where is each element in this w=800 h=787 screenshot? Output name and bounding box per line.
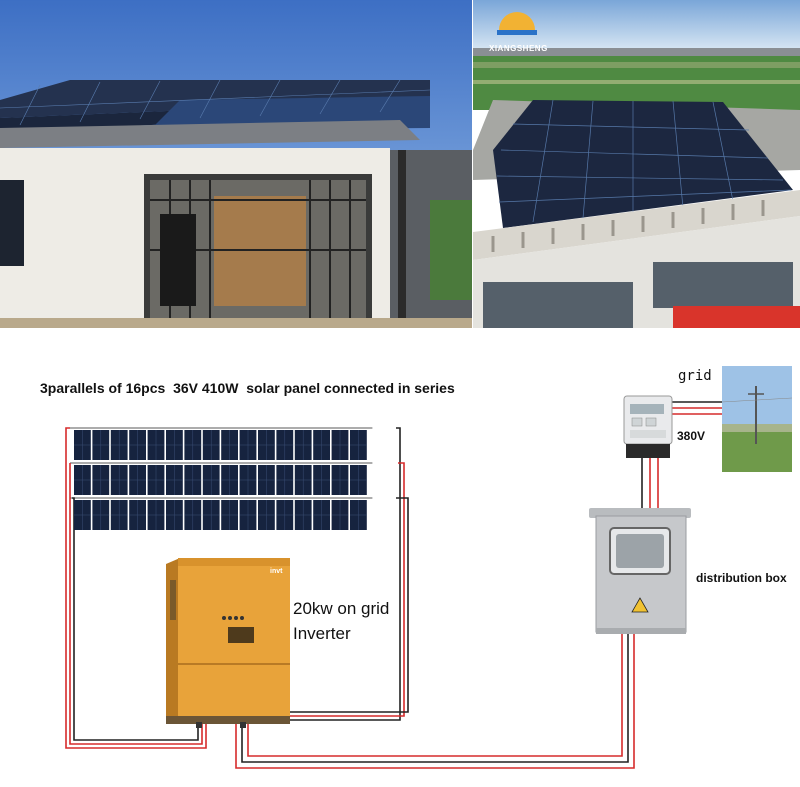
string3-negative-wire bbox=[72, 497, 199, 741]
brand-logo-text: XIANGSHENG bbox=[489, 44, 548, 53]
distribution-box-label: distribution box bbox=[696, 571, 787, 585]
grid-pole-photo bbox=[721, 366, 793, 472]
electric-meter bbox=[623, 395, 673, 458]
distribution-box bbox=[589, 508, 691, 634]
on-grid-inverter: invt bbox=[166, 558, 290, 728]
string2-positive-wire bbox=[69, 463, 203, 745]
meter-voltage-label: 380V bbox=[677, 429, 706, 443]
house-solar-photo bbox=[0, 0, 472, 328]
ac-output-red-wire-2 bbox=[247, 634, 623, 757]
ac-output-red-wire bbox=[235, 634, 635, 769]
inverter-label-line1: 20kw on grid bbox=[293, 599, 390, 618]
inverter-brand: invt bbox=[270, 568, 283, 575]
ac-output-black-wire bbox=[241, 634, 629, 763]
string1-positive-wire bbox=[65, 427, 207, 749]
rooftop-solar-photo: XIANGSHENG bbox=[473, 0, 800, 328]
solar-panel-array bbox=[74, 430, 367, 530]
inverter-label-line2: Inverter bbox=[293, 624, 351, 643]
grid-label: grid bbox=[678, 368, 712, 384]
diagram-title: 3parallels of 16pcs 36V 410W solar panel… bbox=[40, 380, 455, 396]
inverter-label: 20kw on grid Inverter bbox=[293, 596, 389, 646]
